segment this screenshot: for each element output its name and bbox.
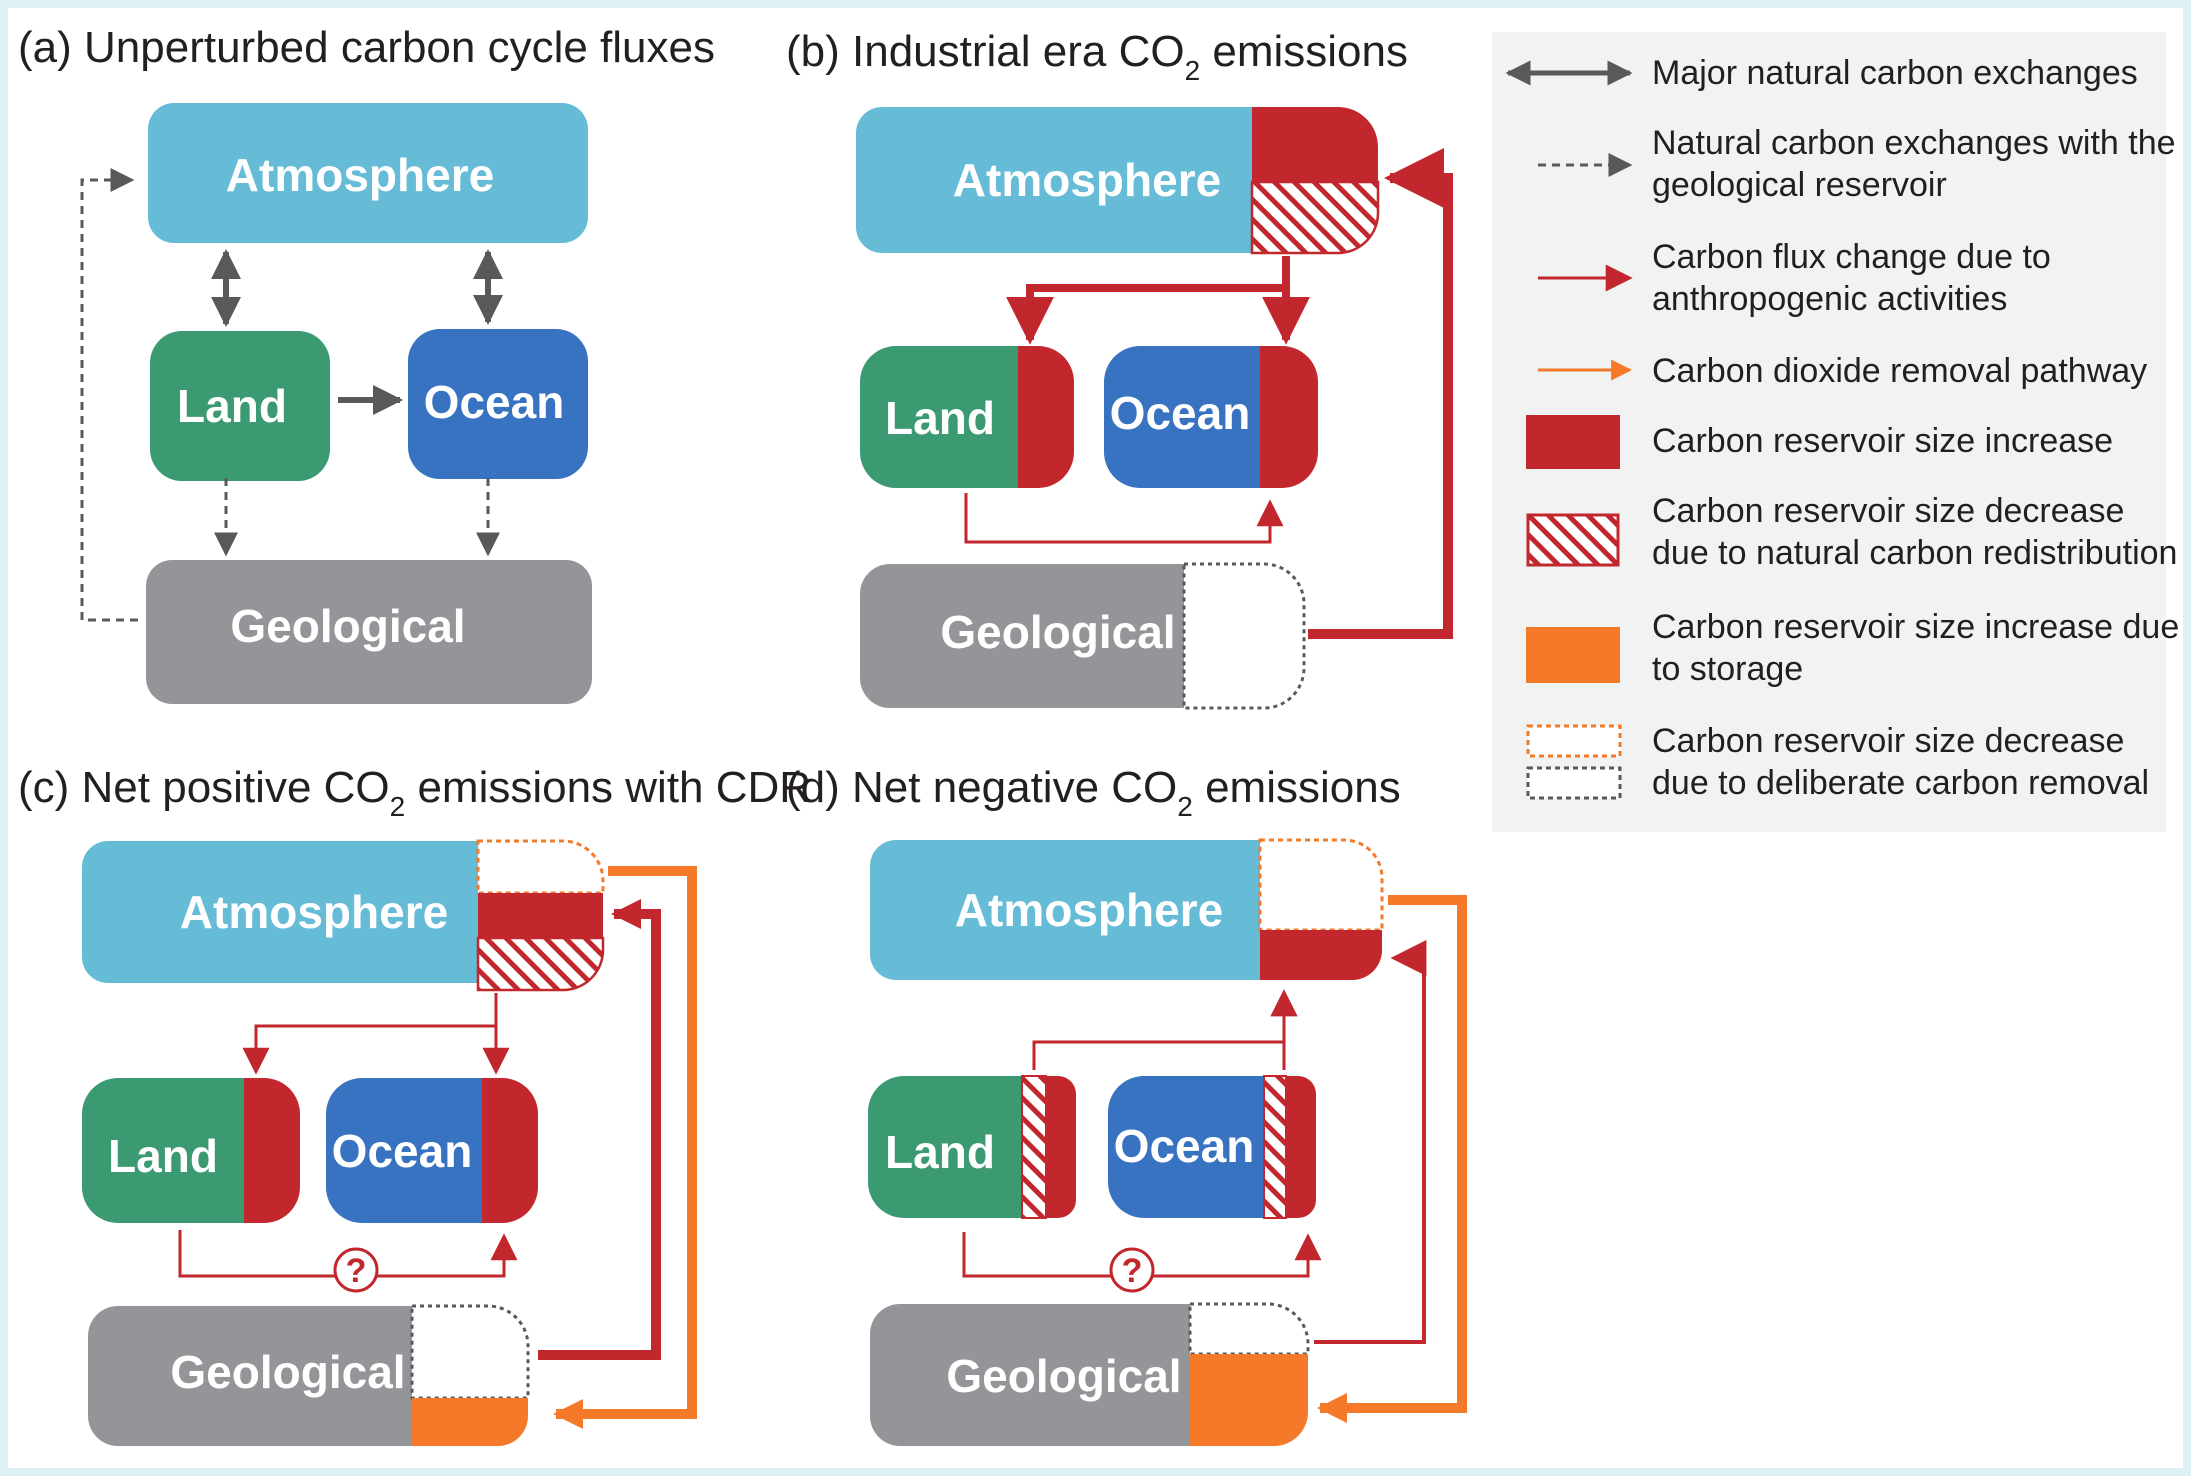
- land-label-d: Land: [885, 1126, 995, 1178]
- atmosphere-removal-dotted-d: [1258, 838, 1384, 932]
- land-label-a: Land: [177, 380, 287, 432]
- emission-flux-arrow-b: [1308, 148, 1453, 639]
- atmosphere-box-b: [856, 107, 1252, 253]
- unknown-flux-label-c: ?: [346, 1252, 367, 1290]
- atmosphere-increase-b: [1252, 107, 1378, 182]
- geological-label-b: Geological: [940, 606, 1175, 658]
- land-decrease-hatch-d: [1021, 1075, 1047, 1219]
- atmosphere-box-c: [82, 841, 478, 983]
- atmosphere-decrease-hatch-c: [476, 936, 605, 992]
- land-increase-d: [1046, 1076, 1076, 1218]
- question-circle-icon-c: [333, 1247, 379, 1293]
- red-square-icon: [1526, 415, 1620, 469]
- ocean-label-c: Ocean: [332, 1125, 473, 1177]
- atmosphere-label-c: Atmosphere: [180, 886, 448, 938]
- ocean-box-a: [408, 329, 588, 479]
- ocean-label-b: Ocean: [1110, 387, 1251, 439]
- legend-label-3a: Carbon flux change due to: [1652, 238, 2051, 276]
- panel-d-title: (d) Net negative CO2 emissions: [786, 763, 1401, 822]
- hatched-square-icon: [1526, 513, 1620, 567]
- legend-label-4: Carbon dioxide removal pathway: [1652, 352, 2147, 390]
- land-to-ocean-flux-arrow-b: [964, 493, 1284, 544]
- land-increase-c: [244, 1078, 300, 1223]
- emission-flux-arrow-c: [538, 899, 661, 1360]
- ocean-box-d: [1108, 1076, 1264, 1218]
- land-label-b: Land: [885, 392, 995, 444]
- atmosphere-label-a: Atmosphere: [226, 149, 494, 201]
- geological-label-d: Geological: [946, 1350, 1181, 1402]
- legend-label-5: Carbon reservoir size increase: [1652, 422, 2113, 460]
- geological-storage-c: [412, 1398, 528, 1446]
- ocean-increase-b: [1260, 346, 1318, 488]
- atmosphere-increase-d: [1260, 930, 1382, 980]
- land-box-b: [860, 346, 1018, 488]
- orange-square-icon: [1526, 627, 1620, 683]
- question-circle-icon-d: [1109, 1247, 1155, 1293]
- geological-decrease-dotted-b: [1182, 562, 1306, 710]
- ocean-decrease-hatch-d: [1263, 1075, 1287, 1219]
- land-box-d: [868, 1076, 1022, 1218]
- ocean-label-d: Ocean: [1114, 1120, 1255, 1172]
- panel-d: (d) Net negative CO2 emissions Atmospher…: [786, 763, 1467, 1446]
- atmosphere-decrease-hatch-b: [1250, 180, 1380, 255]
- ocean-label-a: Ocean: [424, 376, 565, 428]
- removal-pathway-arrow-c: [553, 866, 697, 1429]
- legend-label-6a: Carbon reservoir size decrease: [1652, 492, 2124, 530]
- atmosphere-box-a: [148, 103, 588, 243]
- legend-label-1: Major natural carbon exchanges: [1652, 54, 2138, 92]
- panel-c: (c) Net positive CO2 emissions with CDR …: [18, 763, 811, 1446]
- legend-label-6b: due to natural carbon redistribution: [1652, 534, 2177, 572]
- atmosphere-box-d: [870, 840, 1260, 980]
- legend-label-7a: Carbon reservoir size increase due: [1652, 608, 2179, 646]
- legend-label-8b: due to deliberate carbon removal: [1652, 764, 2149, 802]
- legend-label-2b: geological reservoir: [1652, 166, 1947, 204]
- ocean-box-c: [326, 1078, 482, 1223]
- ocean-box-b: [1104, 346, 1260, 488]
- atm-to-land-flux-arrow-b: [1006, 256, 1290, 345]
- geological-label-c: Geological: [170, 1346, 405, 1398]
- panel-a: (a) Unperturbed carbon cycle fluxes Atmo…: [18, 23, 715, 704]
- atm-to-land-flux-arrow-c: [242, 993, 498, 1075]
- dotted-box-icon: [1526, 724, 1622, 800]
- atmosphere-label-b: Atmosphere: [953, 154, 1221, 206]
- geological-label-a: Geological: [230, 600, 465, 652]
- land-box-c: [82, 1078, 244, 1223]
- geological-removal-dotted-c: [410, 1304, 530, 1400]
- panel-c-title: (c) Net positive CO2 emissions with CDR: [18, 763, 811, 822]
- geological-storage-d: [1190, 1354, 1308, 1446]
- panel-b-title: (b) Industrial era CO2 emissions: [786, 27, 1408, 86]
- land-to-atm-flux-arrow-d: [1032, 989, 1298, 1070]
- geo-atm-dashed-arrow-a: [80, 168, 138, 622]
- removal-pathway-arrow-d: [1317, 895, 1467, 1423]
- land-increase-b: [1018, 346, 1074, 488]
- legend: Major natural carbon exchanges Natural c…: [1492, 32, 2179, 832]
- atmosphere-removal-dotted-c: [476, 839, 605, 895]
- geological-box-b: [860, 564, 1184, 708]
- unknown-flux-label-d: ?: [1122, 1252, 1143, 1290]
- ocean-increase-d: [1286, 1076, 1316, 1218]
- geological-box-d: [870, 1304, 1190, 1446]
- land-box-a: [150, 331, 330, 481]
- geological-box-c: [88, 1306, 412, 1446]
- panel-a-title: (a) Unperturbed carbon cycle fluxes: [18, 23, 715, 72]
- legend-label-8a: Carbon reservoir size decrease: [1652, 722, 2124, 760]
- emission-flux-arrow-d: [1314, 940, 1427, 1344]
- land-label-c: Land: [108, 1130, 218, 1182]
- geological-box-a: [146, 560, 592, 704]
- geological-removal-dotted-d: [1188, 1302, 1310, 1356]
- ocean-increase-c: [482, 1078, 538, 1223]
- figure-frame: (a) Unperturbed carbon cycle fluxes Atmo…: [8, 8, 2183, 1468]
- carbon-cycle-diagram: (a) Unperturbed carbon cycle fluxes Atmo…: [18, 23, 2179, 1446]
- legend-label-7b: to storage: [1652, 650, 1803, 688]
- atmosphere-increase-c: [478, 893, 603, 938]
- legend-label-3b: anthropogenic activities: [1652, 280, 2007, 318]
- panel-b: (b) Industrial era CO2 emissions Atmosph…: [786, 27, 1453, 710]
- legend-label-2a: Natural carbon exchanges with the: [1652, 124, 2176, 162]
- atmosphere-label-d: Atmosphere: [955, 884, 1223, 936]
